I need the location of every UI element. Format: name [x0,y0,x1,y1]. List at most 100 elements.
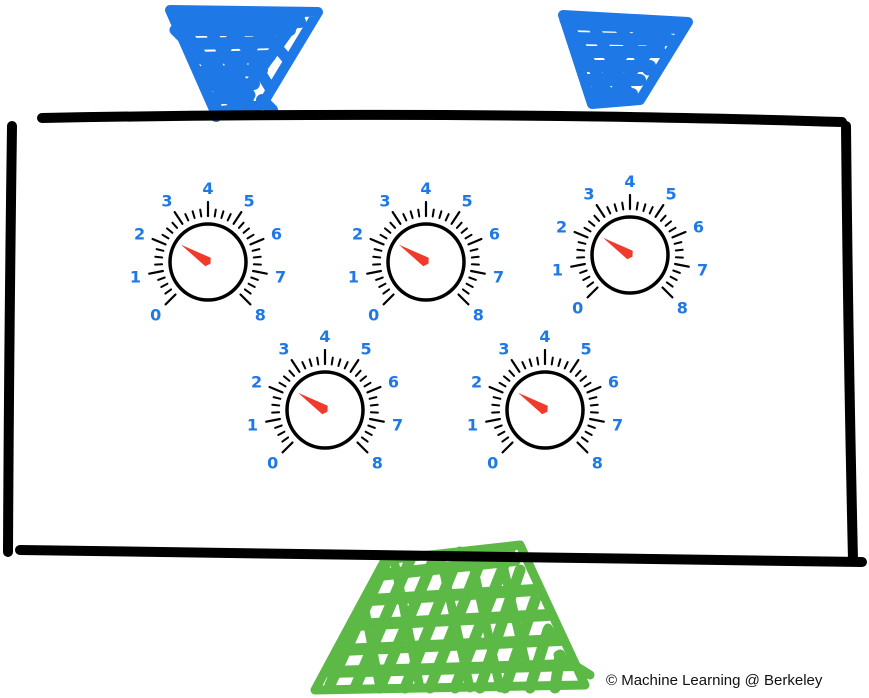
dial-tick [281,441,294,454]
dial-tick [508,369,516,377]
dial-label: 0 [487,453,498,472]
dial-tick [668,226,677,233]
dial-label: 0 [150,305,161,324]
dial-tick [389,221,397,229]
dial-label: 5 [581,340,592,359]
dial-label: 5 [244,192,255,211]
dial-tick [384,227,392,234]
dial-tick [673,241,683,245]
dial-tick [672,269,681,274]
dial-tick [491,403,501,407]
dial-tick [583,226,592,233]
dial-tick [372,255,382,259]
dial-tick [635,201,639,211]
dial-tick [470,269,486,275]
dial-label: 7 [392,415,403,434]
dial-tick [583,381,592,388]
dial-tick [356,441,369,454]
dial-tick [363,381,372,388]
dial-tick [330,356,334,366]
dial-tick [563,361,569,370]
dial-tick [308,358,313,367]
dial-tick [661,286,674,299]
dial-label: 3 [278,340,289,359]
dial-tick [164,288,173,295]
dial-tick [360,436,369,443]
dial-tick [521,361,527,370]
dial-tick [288,369,296,377]
box-right-edge [841,121,858,565]
dial-tick [199,208,203,218]
dial-tick [220,210,225,219]
dial-label: 5 [666,185,677,204]
dial-tick [251,248,261,252]
dial-tick [588,417,605,423]
dial-tick [316,356,320,366]
dial-tick [375,276,384,281]
dial-tick [579,375,587,382]
dial-label: 4 [539,327,550,346]
dial-label: 3 [498,340,509,359]
dial-tick [171,221,179,229]
dial-tick [460,227,468,234]
dial-tick [226,213,232,222]
dial-tick [366,385,382,394]
dial-tick [268,385,284,394]
dial-label: 8 [677,298,688,317]
dial-tick [373,248,383,252]
dial-tick [379,233,388,240]
box-top-edge [37,109,847,127]
dial-label: 1 [467,415,478,434]
dial-tick [246,233,255,240]
dial-tick [595,204,606,218]
dial-label: 5 [462,192,473,211]
dial-tick [586,286,599,299]
dial-tick [673,262,690,268]
dial-tick [654,204,665,218]
dial-tick [457,293,470,306]
dial-label: 4 [624,172,635,191]
dial-tick [382,288,391,295]
dial-tick [570,262,587,268]
dial-label: 3 [379,192,390,211]
dial-tick [586,385,602,394]
dial-label: 1 [247,415,258,434]
dial-pointer [399,244,429,267]
dial-label: 0 [368,305,379,324]
dial-tick [588,220,596,227]
dial-label: 2 [134,225,145,244]
dial-tick [343,361,349,370]
box-left-edge [3,121,17,557]
dial-tick [364,430,373,436]
input-funnel-right [558,10,693,109]
dial-tick [151,237,167,246]
dial-tick [154,255,164,259]
dial-label: 2 [471,373,482,392]
dial-label: 1 [552,260,563,279]
dial-tick [274,424,283,429]
dial-tick [166,227,174,234]
dial-tick [674,248,684,252]
dial-tick [588,396,598,400]
dial-label: 4 [202,179,213,198]
dial-tick [164,293,177,306]
dial-label: 2 [556,218,567,237]
dial-tick [467,237,483,246]
dial-tick [470,255,480,259]
dial-label: 8 [473,305,484,324]
dial-label: 0 [267,453,278,472]
dial-tick [191,210,196,219]
dial-tick [550,356,554,366]
dial-label: 6 [608,373,619,392]
dial-pointer [298,392,328,415]
dial-tick [648,206,654,215]
dial-tick [283,375,291,382]
dial-label: 0 [572,298,583,317]
dial-tick [587,424,596,429]
dial-tick [586,281,595,288]
dial-tick [367,424,376,429]
dial-label: 7 [697,260,708,279]
